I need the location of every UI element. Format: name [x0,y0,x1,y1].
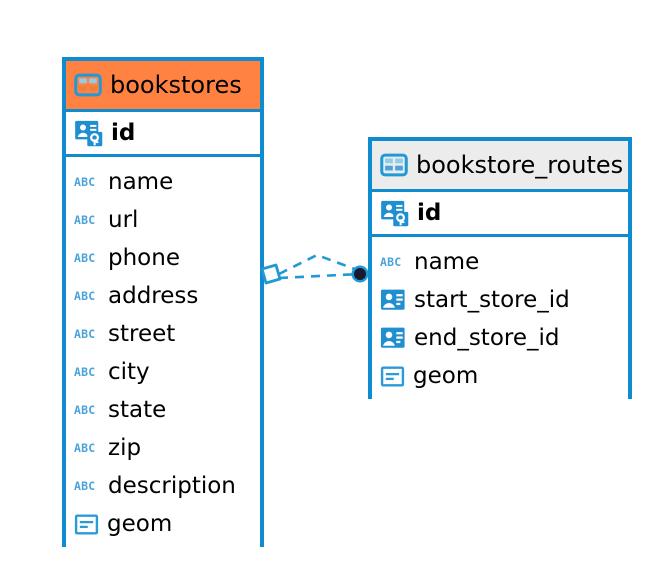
field-row[interactable]: ABC zip [66,429,260,467]
field-label: address [108,282,199,309]
field-row[interactable]: end_store_id [372,319,628,357]
field-row[interactable]: start_store_id [372,281,628,319]
field-label: geom [107,510,173,537]
field-label: name [108,168,174,195]
primary-key-icon [380,198,410,228]
field-row[interactable]: ABC state [66,391,260,429]
svg-text:ABC: ABC [74,289,95,303]
abc-text-icon: ABC [74,248,100,268]
relationship-connector[interactable] [255,238,380,313]
entity-bookstores[interactable]: bookstores id [62,57,264,547]
svg-text:ABC: ABC [74,213,95,227]
primary-key-icon [74,118,104,148]
abc-text-icon: ABC [74,362,100,382]
foreign-key-icon [380,287,406,313]
field-label: description [108,472,236,499]
primary-key-label-bookstores: id [111,119,136,146]
field-row[interactable]: ABC street [66,315,260,353]
relationship-line-upper [278,253,361,276]
field-row[interactable]: ABC name [66,163,260,201]
field-label: name [414,248,480,275]
field-row[interactable]: geom [372,357,628,395]
field-list-bookstores: ABC name ABC url ABC p [66,157,260,547]
field-row[interactable]: ABC url [66,201,260,239]
filled-dot-marker [351,265,369,283]
geometry-icon [74,512,99,537]
field-label: end_store_id [414,324,560,351]
geometry-icon [380,364,405,389]
field-label: city [108,358,150,385]
abc-text-icon: ABC [74,286,100,306]
field-row[interactable]: ABC phone [66,239,260,277]
field-label: geom [413,362,479,389]
primary-key-row-bookstore-routes[interactable]: id [372,189,628,237]
field-label: phone [108,244,180,271]
abc-text-icon: ABC [74,172,100,192]
entity-title-bookstores: bookstores [110,71,242,99]
field-label: street [108,320,176,347]
field-label: url [108,206,139,233]
foreign-key-icon [380,325,406,351]
field-list-bookstore-routes: ABC name start_store_id [372,237,628,399]
entity-header-bookstore-routes[interactable]: bookstore_routes [372,141,628,189]
svg-text:ABC: ABC [74,479,95,493]
abc-text-icon: ABC [74,400,100,420]
entity-title-bookstore-routes: bookstore_routes [416,151,624,179]
field-label: start_store_id [414,286,570,313]
svg-text:ABC: ABC [74,175,95,189]
field-row[interactable]: ABC name [372,243,628,281]
svg-text:ABC: ABC [74,365,95,379]
entity-header-bookstores[interactable]: bookstores [66,61,260,109]
diamond-marker [260,263,282,285]
entity-bookstore-routes[interactable]: bookstore_routes id [368,137,632,399]
svg-text:ABC: ABC [74,251,95,265]
abc-text-icon: ABC [74,476,100,496]
abc-text-icon: ABC [74,210,100,230]
table-icon [380,151,408,179]
table-icon [74,71,102,99]
field-row[interactable]: ABC description [66,467,260,505]
relationship-line-lower [278,272,361,280]
field-row[interactable]: ABC address [66,277,260,315]
svg-text:ABC: ABC [380,255,401,269]
field-label: zip [108,434,142,461]
svg-text:ABC: ABC [74,327,95,341]
primary-key-row-bookstores[interactable]: id [66,109,260,157]
abc-text-icon: ABC [380,252,406,272]
svg-text:ABC: ABC [74,403,95,417]
abc-text-icon: ABC [74,324,100,344]
primary-key-label-bookstore-routes: id [417,199,442,226]
svg-text:ABC: ABC [74,441,95,455]
field-row[interactable]: ABC city [66,353,260,391]
abc-text-icon: ABC [74,438,100,458]
field-label: state [108,396,167,423]
field-row[interactable]: geom [66,505,260,543]
